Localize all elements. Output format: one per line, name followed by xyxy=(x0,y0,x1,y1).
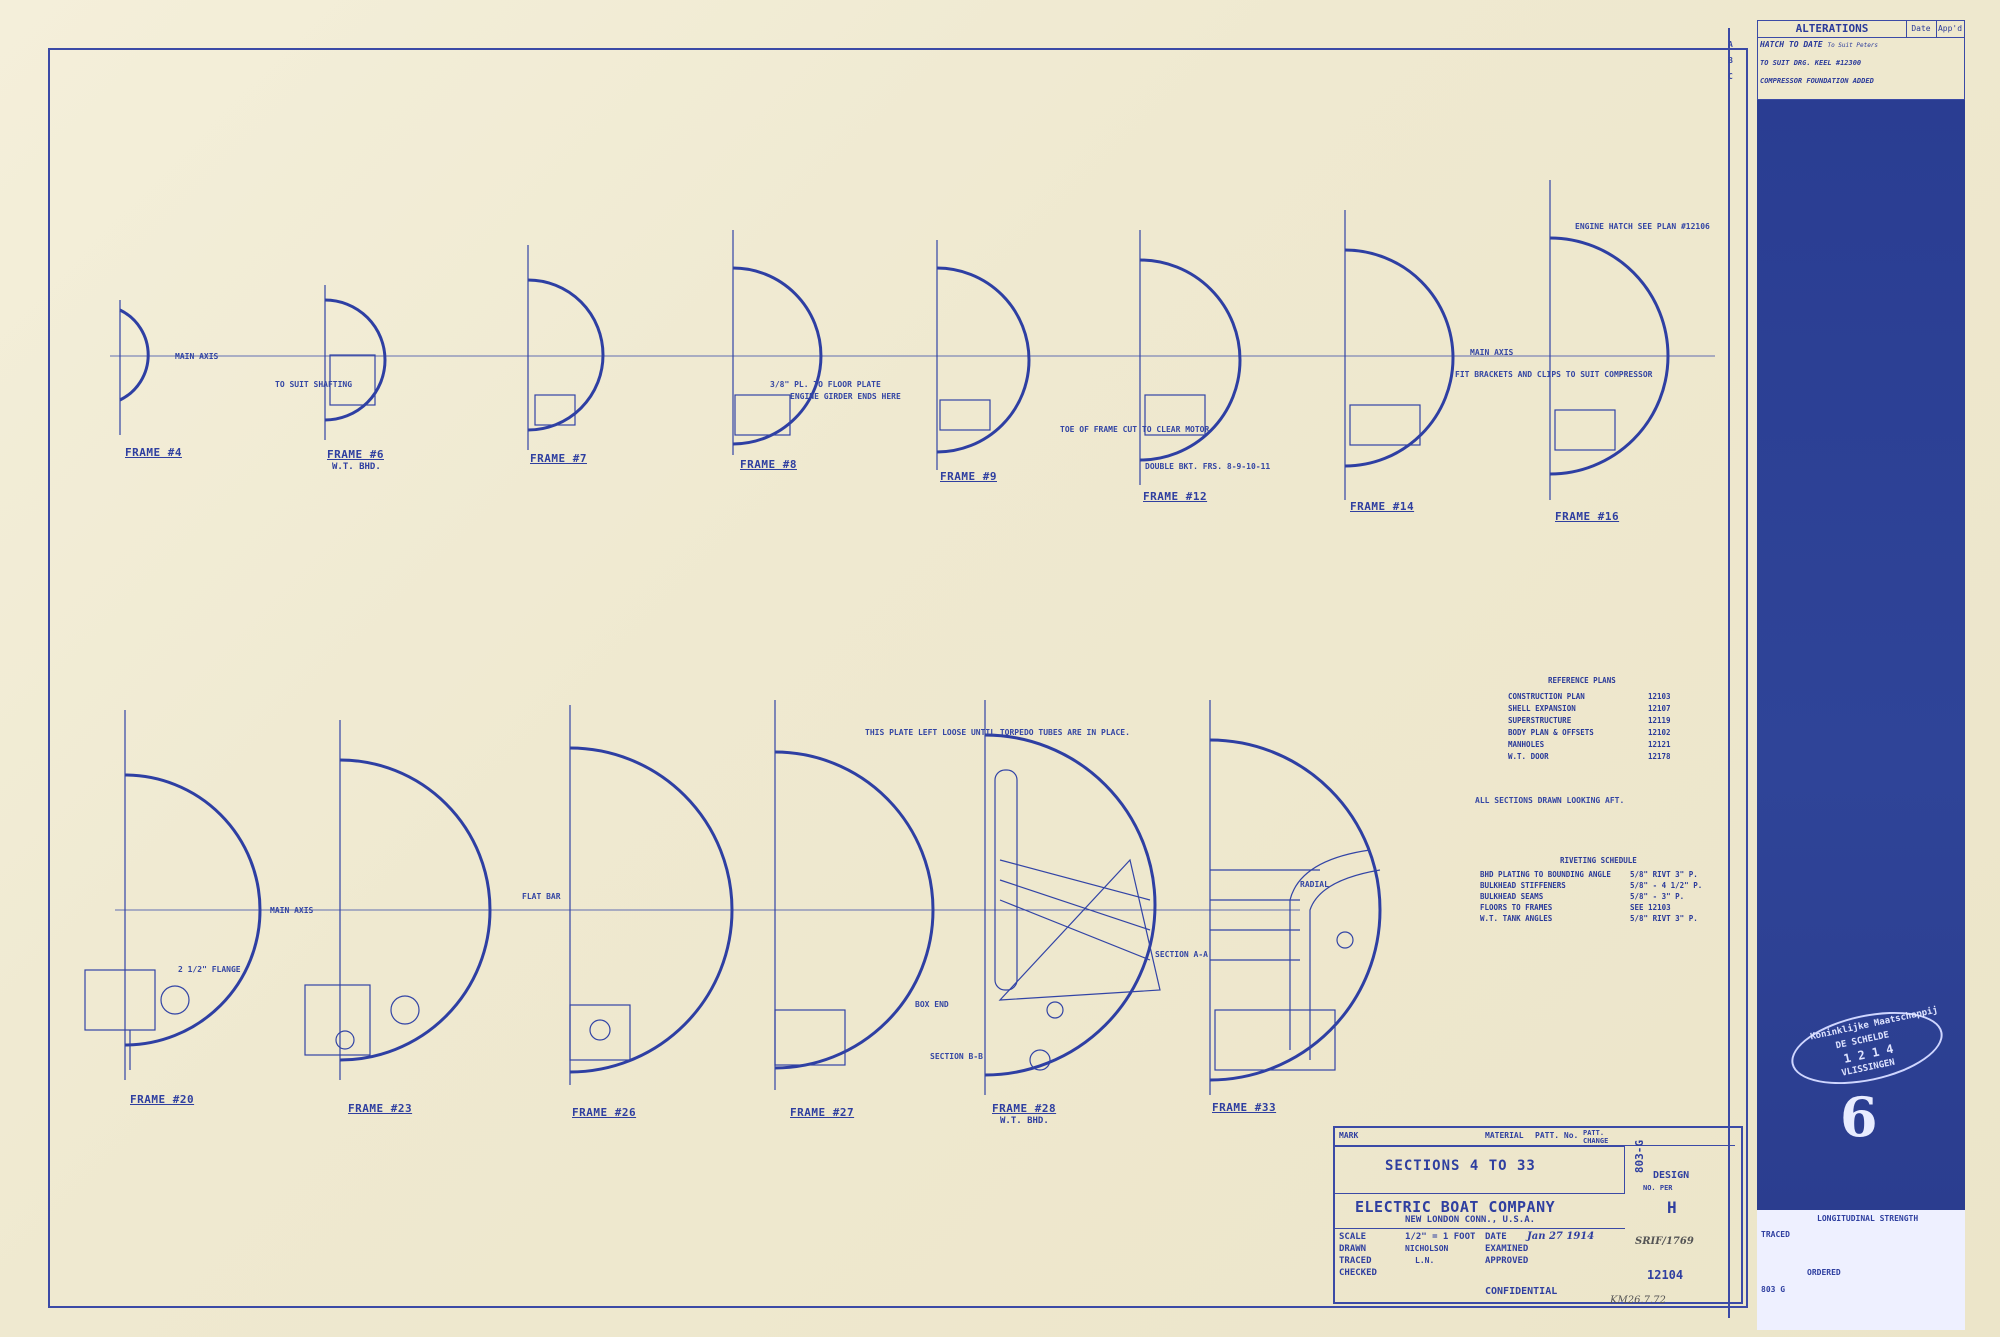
frame-label: FRAME #20 xyxy=(130,1093,195,1106)
sheet-number: 6 xyxy=(1840,1085,1878,1149)
main-axis-label: MAIN AXIS xyxy=(175,352,219,361)
title-block: MARK MATERIAL PATT. No. PATT. CHANGE 803… xyxy=(1333,1126,1743,1304)
alteration-mark: C xyxy=(1728,72,1733,81)
border-line xyxy=(1728,28,1730,1318)
frame-label: FRAME #6 xyxy=(327,448,384,461)
alteration-mark: A xyxy=(1728,40,1733,49)
note: BOX END xyxy=(915,1000,949,1009)
drawing-title: SECTIONS 4 TO 33 xyxy=(1385,1158,1536,1174)
frame-12-shell xyxy=(1139,258,1242,462)
note: ALL SECTIONS DRAWN LOOKING AFT. xyxy=(1475,796,1625,805)
note: TOE OF FRAME CUT TO CLEAR MOTOR xyxy=(1060,425,1210,434)
frame-label: FRAME #16 xyxy=(1555,510,1620,523)
company-location: NEW LONDON CONN., U.S.A. xyxy=(1405,1215,1536,1225)
frame-33-shell xyxy=(1209,738,1382,1082)
alteration-mark: B xyxy=(1728,56,1733,65)
note: ENGINE GIRDER ENDS HERE xyxy=(790,392,901,401)
note: SECTION B-B xyxy=(930,1052,983,1061)
frame-label: FRAME #4 xyxy=(125,446,182,459)
note: DOUBLE BKT. FRS. 8-9-10-11 xyxy=(1145,462,1271,471)
alterations-app-header: App'd xyxy=(1936,21,1964,38)
frame-9-shell xyxy=(936,266,1031,454)
frame-label: FRAME #23 xyxy=(348,1102,413,1115)
frame-label: FRAME #28 xyxy=(992,1102,1057,1115)
alteration-row: COMPRESSOR FOUNDATION ADDED xyxy=(1760,77,1874,85)
frame-27-shell xyxy=(774,750,935,1070)
frame-label: FRAME #26 xyxy=(572,1106,637,1119)
note: 3/8" PL. TO FLOOR PLATE xyxy=(770,380,881,389)
frame-sublabel: W.T. BHD. xyxy=(332,462,381,472)
frame-4-shell xyxy=(119,308,150,402)
frame-28-shell xyxy=(984,733,1157,1077)
frame-label: FRAME #7 xyxy=(530,452,587,465)
frame-16-shell xyxy=(1549,236,1670,476)
frame-label: FRAME #33 xyxy=(1212,1101,1277,1114)
company-name: ELECTRIC BOAT COMPANY xyxy=(1355,1198,1556,1216)
alteration-row: HATCH TO DATE To Suit Peters xyxy=(1760,40,1879,49)
note: ENGINE HATCH SEE PLAN #12106 xyxy=(1575,222,1710,231)
note: THIS PLATE LEFT LOOSE UNTIL TORPEDO TUBE… xyxy=(865,728,1130,737)
frame-14-shell xyxy=(1344,248,1455,468)
archive-number: KM26.7.72 xyxy=(1610,1295,1666,1306)
alterations-title: ALTERATIONS xyxy=(1758,21,1907,38)
alteration-row: TO SUIT DRG. KEEL #12300 xyxy=(1760,59,1862,67)
note: 2 1/2" FLANGE xyxy=(178,965,241,974)
side-panel-footer: LONGITUDINAL STRENGTH TRACED ORDERED 803… xyxy=(1757,1210,1965,1330)
frame-7-shell xyxy=(527,278,605,432)
note: TO SUIT SHAFTING xyxy=(275,380,353,389)
main-axis-label: MAIN AXIS xyxy=(270,906,314,915)
design-label: DESIGN xyxy=(1653,1170,1690,1181)
patt-change-header: PATT. CHANGE xyxy=(1583,1129,1609,1145)
patt-no-header: PATT. No. xyxy=(1535,1131,1579,1140)
frame-label: FRAME #9 xyxy=(940,470,997,483)
design-letter: H xyxy=(1667,1198,1677,1217)
note: RADIAL xyxy=(1300,880,1329,889)
main-axis-label: MAIN AXIS xyxy=(1470,348,1514,357)
frame-20-shell xyxy=(124,773,262,1047)
alterations-table: ALTERATIONS Date App'd HATCH TO DATE To … xyxy=(1757,20,1965,100)
note: SECTION A-A xyxy=(1155,950,1208,959)
no-per-label: NO. PER xyxy=(1643,1184,1673,1192)
frame-label: FRAME #27 xyxy=(790,1106,855,1119)
drawing-border xyxy=(48,48,1748,1308)
side-panel xyxy=(1757,100,1965,1210)
frame-23-shell xyxy=(339,758,492,1062)
frame-sublabel: W.T. BHD. xyxy=(1000,1116,1049,1126)
code: 803-G xyxy=(1633,1139,1647,1174)
confidential: CONFIDENTIAL xyxy=(1485,1286,1558,1297)
note: FLAT BAR xyxy=(522,892,561,901)
mark-header: MARK xyxy=(1339,1131,1359,1140)
note: FIT BRACKETS AND CLIPS TO SUIT COMPRESSO… xyxy=(1455,370,1653,379)
frame-label: FRAME #12 xyxy=(1143,490,1208,503)
frame-6-shell xyxy=(324,298,387,422)
frame-label: FRAME #8 xyxy=(740,458,797,471)
material-header: MATERIAL xyxy=(1485,1131,1524,1140)
frame-26-shell xyxy=(569,746,734,1074)
frame-label: FRAME #14 xyxy=(1350,500,1415,513)
drawing-number: 12104 xyxy=(1647,1268,1684,1282)
alterations-date-header: Date xyxy=(1906,21,1937,38)
